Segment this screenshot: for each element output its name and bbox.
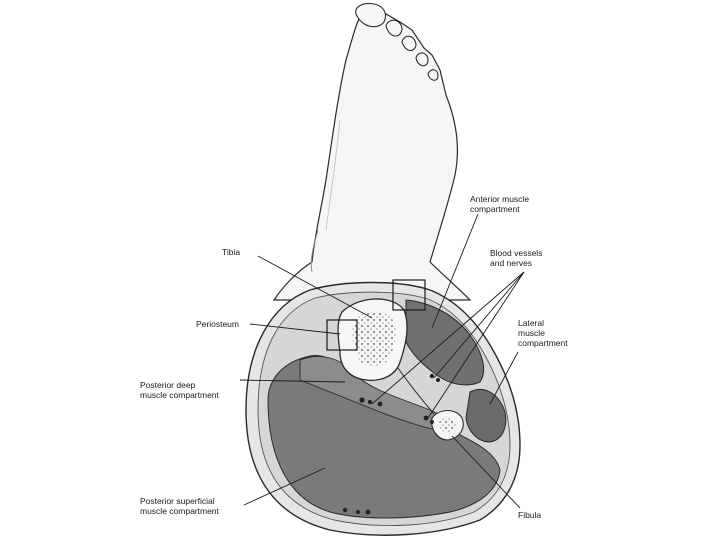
toe-second <box>385 19 403 37</box>
leader-anterior <box>431 213 479 329</box>
inset-box-periosteum <box>326 319 358 351</box>
label-periosteum: Periosteum <box>196 319 239 329</box>
label-posterior-deep: Posterior deep muscle compartment <box>140 380 219 400</box>
leader-fibula <box>451 435 521 509</box>
lateral-compartment <box>465 389 507 443</box>
label-blood-vessels-nerves: Blood vessels and nerves <box>490 248 543 268</box>
toe-big <box>355 2 387 28</box>
label-anterior-muscle-compartment: Anterior muscle compartment <box>470 194 530 214</box>
ankle-shading <box>310 229 319 273</box>
leader-blood-2 <box>433 271 525 379</box>
toe-fifth <box>427 69 439 81</box>
inset-box-anterior <box>392 279 426 311</box>
fibula-marrow <box>439 416 456 433</box>
interosseous-membrane <box>397 367 435 415</box>
foot-outline <box>272 13 472 301</box>
toe-fourth <box>415 52 429 67</box>
leader-blood-1 <box>371 271 525 405</box>
label-posterior-superficial: Posterior superficial muscle compartment <box>140 496 219 516</box>
leader-lateral <box>489 351 519 405</box>
blood-vessels <box>342 373 440 515</box>
label-tibia: Tibia <box>222 247 241 257</box>
toe-third <box>401 35 417 52</box>
tibia-marrow <box>352 311 396 367</box>
leader-periosteum <box>249 323 341 335</box>
label-fibula: Fibula <box>518 510 542 520</box>
leader-blood-3 <box>427 271 525 419</box>
leader-tibia <box>257 255 373 319</box>
leader-posterior-deep <box>239 379 346 383</box>
leader-posterior-superficial <box>243 467 326 506</box>
label-lateral-muscle-compartment: Lateral muscle compartment <box>518 318 568 348</box>
foot-shading <box>325 119 341 231</box>
